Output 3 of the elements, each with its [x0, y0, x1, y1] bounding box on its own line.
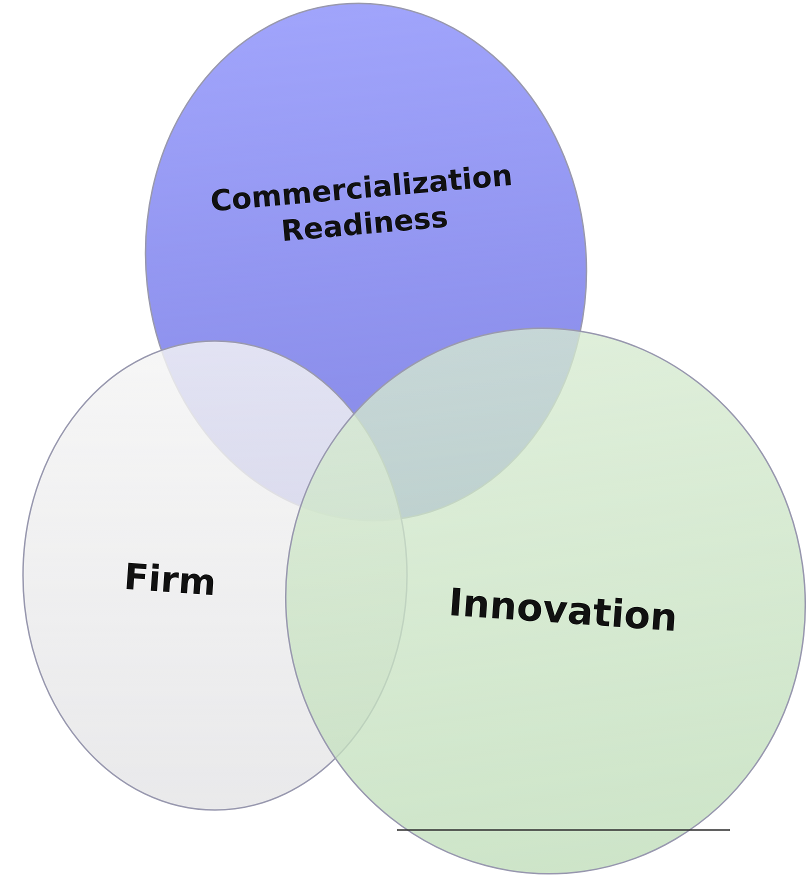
- circle-label: Firm: [122, 556, 218, 606]
- circle-label: Commercialization Readiness: [208, 156, 515, 250]
- circle-label: Innovation: [446, 579, 680, 642]
